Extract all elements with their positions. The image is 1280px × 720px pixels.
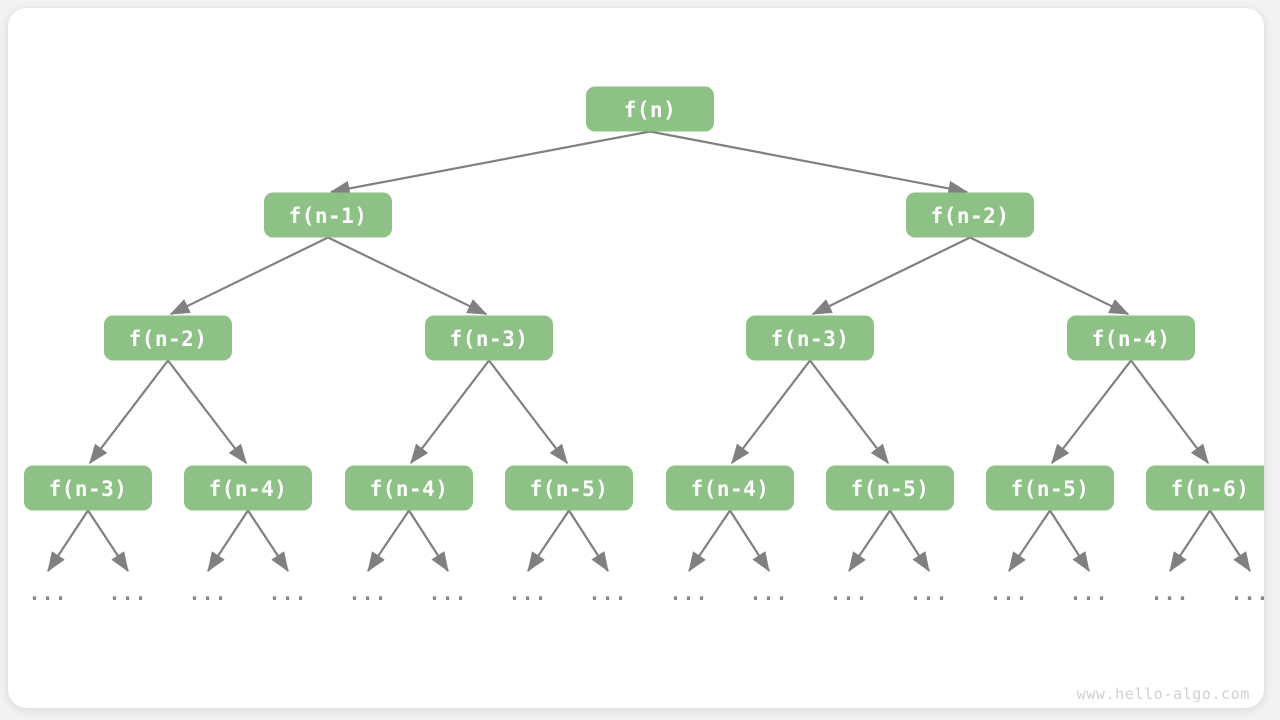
ellipsis-label-9: ... [749,581,788,605]
ellipsis-label-1: ... [108,581,147,605]
edge-n4-to-n9 [409,359,490,464]
node-label: f(n-3) [450,327,529,351]
recursion-tree-diagram: f(n) f(n-1) f(n-2) f(n-2) f(n-3) f(n-3) f(n-4)… [24,86,1264,703]
leaf-edge-8 [688,509,731,572]
node-box [586,86,714,132]
tree-node-n7[interactable]: f(n-3) [24,465,152,511]
node-box [104,315,232,361]
node-label: f(n-3) [771,327,850,351]
ellipsis-label-6: ... [508,581,547,605]
leaf-edge-5 [408,509,449,572]
edge-n4-to-n10 [488,359,569,464]
ellipsis-label-13: ... [1069,581,1108,605]
node-label: f(n-2) [931,204,1010,228]
leaf-edge-7 [568,509,609,572]
node-box [24,465,152,511]
tree-node-n2[interactable]: f(n-2) [906,192,1034,238]
edge-n6-to-n14 [1130,359,1210,464]
node-label: f(n-2) [129,327,208,351]
nodes-layer: f(n) f(n-1) f(n-2) f(n-2) f(n-3) f(n-3) f(n-4)… [24,86,1264,511]
leaf-edge-0 [47,509,89,572]
tree-node-n4[interactable]: f(n-3) [425,315,553,361]
tree-node-n9[interactable]: f(n-4) [345,465,473,511]
edge-n6-to-n13 [1050,359,1132,464]
node-box [746,315,874,361]
tree-node-n14[interactable]: f(n-6) [1146,465,1264,511]
leaf-edge-13 [1049,509,1090,572]
edge-n3-to-n8 [167,359,248,464]
tree-node-n8[interactable]: f(n-4) [184,465,312,511]
node-box [425,315,553,361]
node-box [986,465,1114,511]
node-label: f(n-5) [1011,477,1090,501]
edge-n1-to-n3 [169,236,329,316]
node-label: f(n-4) [209,477,288,501]
leaf-edge-1 [87,509,129,572]
node-label: f(n-5) [851,477,930,501]
ellipsis-row: ........................................… [28,581,1264,605]
node-box [264,192,392,238]
node-box [906,192,1034,238]
tree-node-n13[interactable]: f(n-5) [986,465,1114,511]
node-label: f(n-4) [370,477,449,501]
edge-n1-to-n4 [327,236,488,316]
edge-n2-to-n5 [811,236,971,316]
node-box [1067,315,1195,361]
leaf-edge-2 [207,509,249,572]
ellipsis-label-3: ... [268,581,307,605]
edge-n3-to-n7 [88,359,169,464]
leaf-edge-11 [889,509,930,572]
edge-n5-to-n12 [809,359,890,464]
edge-n2-to-n6 [969,236,1130,316]
leaf-edge-4 [367,509,410,572]
ellipsis-label-11: ... [909,581,948,605]
edges-layer [47,130,1251,572]
tree-node-n10[interactable]: f(n-5) [505,465,633,511]
leaf-edge-9 [729,509,770,572]
tree-node-n6[interactable]: f(n-4) [1067,315,1195,361]
tree-node-n1[interactable]: f(n-1) [264,192,392,238]
edge-n0-to-n2 [649,130,969,197]
ellipsis-label-8: ... [669,581,708,605]
tree-node-n3[interactable]: f(n-2) [104,315,232,361]
node-box [826,465,954,511]
ellipsis-label-4: ... [348,581,387,605]
ellipsis-label-10: ... [829,581,868,605]
node-label: f(n-6) [1171,477,1250,501]
node-box [345,465,473,511]
node-box [184,465,312,511]
node-box [666,465,794,511]
edge-n5-to-n11 [730,359,811,464]
ellipsis-label-14: ... [1150,581,1189,605]
diagram-card: f(n) f(n-1) f(n-2) f(n-2) f(n-3) f(n-3) f(n-4)… [8,8,1264,708]
tree-node-n12[interactable]: f(n-5) [826,465,954,511]
tree-node-n11[interactable]: f(n-4) [666,465,794,511]
node-box [1146,465,1264,511]
leaf-edge-12 [1008,509,1051,572]
node-label: f(n-4) [1092,327,1171,351]
node-label: f(n-4) [691,477,770,501]
leaf-edge-6 [527,509,570,572]
leaf-edge-10 [848,509,891,572]
tree-node-n5[interactable]: f(n-3) [746,315,874,361]
ellipsis-label-7: ... [588,581,627,605]
ellipsis-label-0: ... [28,581,67,605]
node-label: f(n-3) [49,477,128,501]
ellipsis-label-15: ... [1230,581,1264,605]
ellipsis-label-12: ... [989,581,1028,605]
node-label: f(n-5) [530,477,609,501]
ellipsis-label-2: ... [188,581,227,605]
node-label: f(n) [624,98,677,122]
leaf-edge-3 [247,509,289,572]
watermark: www.hello-algo.com [1077,685,1250,703]
edge-n0-to-n1 [329,130,651,197]
leaf-edge-14 [1169,509,1211,572]
node-box [505,465,633,511]
tree-node-n0[interactable]: f(n) [586,86,714,132]
node-label: f(n-1) [289,204,368,228]
ellipsis-label-5: ... [428,581,467,605]
leaf-edge-15 [1209,509,1251,572]
